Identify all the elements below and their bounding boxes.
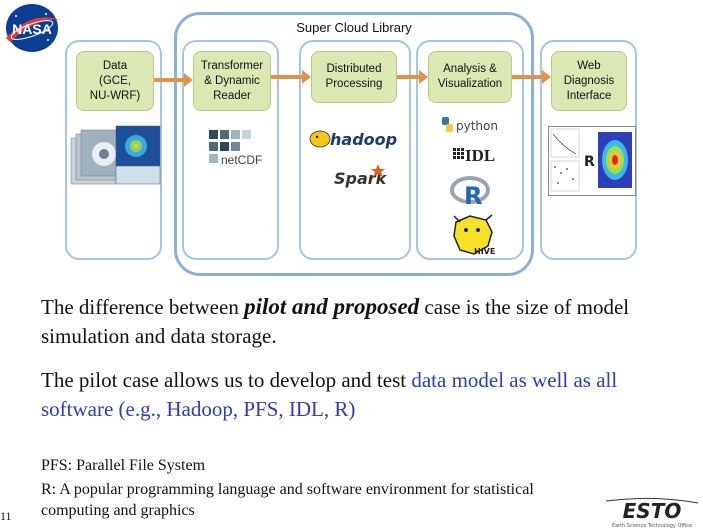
hadoop-logo: hadoop: [309, 130, 397, 149]
paragraph-pilot: The pilot case allows us to develop and …: [41, 366, 661, 424]
box-data: Data (GCE, NU-WRF): [76, 51, 154, 111]
nasa-logo-text: NASA: [12, 21, 52, 37]
page-number: 11: [0, 509, 12, 523]
esto-logo: ESTO Earth Science Technology Office: [605, 497, 699, 529]
paragraph-difference: The difference between pilot and propose…: [41, 292, 661, 351]
arrow-data-to-transformer: [154, 78, 184, 82]
python-logo: python: [442, 117, 498, 133]
idl-logo: IDL: [453, 146, 495, 165]
esto-logo-subtitle: Earth Science Technology Office: [612, 523, 692, 529]
box-web: Web Diagnosis Interface: [551, 51, 627, 111]
esto-logo-text: ESTO: [623, 499, 682, 523]
nasa-logo: NASA: [6, 4, 60, 52]
hive-logo-text: HIVE: [474, 247, 495, 256]
paragraph-difference-lead: The difference between: [41, 295, 245, 319]
arrow-analysis-to-web: [512, 75, 542, 79]
box-analysis: Analysis & Visualization: [428, 51, 512, 103]
paragraph-difference-tail: case is the size of model simulation and…: [41, 295, 630, 348]
footnote-pfs: PFS: Parallel File System: [41, 457, 206, 474]
footnote-r: R: A popular programming language and so…: [41, 481, 534, 519]
hadoop-logo-text: hadoop: [330, 130, 397, 149]
arrow-transformer-to-distributed: [271, 75, 303, 79]
paragraph-difference-emphasis: pilot and proposed: [244, 294, 420, 319]
python-logo-text: python: [456, 119, 498, 133]
paragraph-pilot-lead: The pilot case allows us to develop and …: [41, 368, 412, 392]
box-distributed: Distributed Processing: [311, 51, 397, 103]
spark-logo-text: Spark: [334, 169, 388, 188]
hive-logo: HIVE: [453, 214, 495, 256]
spark-logo: Spark: [334, 164, 388, 188]
paragraph-pilot-highlight: data model as well as all software (e.g.…: [41, 368, 618, 421]
flow-arrows: [154, 70, 551, 87]
netcdf-logo-text: netCDF: [221, 153, 262, 167]
web-r-label: R: [584, 154, 595, 170]
weather-model-images: [70, 125, 161, 185]
library-title: Super Cloud Library: [296, 20, 412, 35]
arrow-distributed-to-analysis: [397, 75, 420, 79]
box-transformer: Transformer & Dynamic Reader: [193, 51, 271, 111]
r-logo-text: R: [464, 182, 482, 210]
r-logo: R: [450, 176, 490, 210]
idl-logo-text: IDL: [465, 146, 495, 165]
netcdf-logo: netCDF: [209, 130, 262, 167]
web-diagnosis-screenshot: R: [548, 126, 636, 196]
